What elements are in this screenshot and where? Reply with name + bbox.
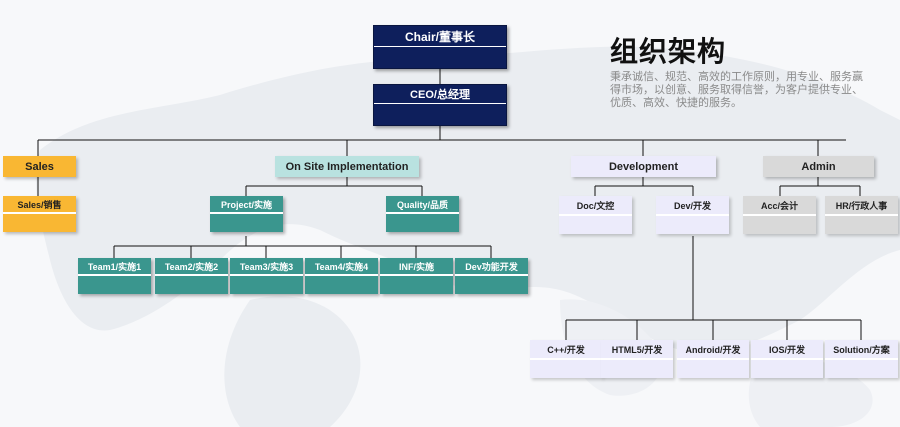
team-inf: INF/实施: [380, 258, 453, 294]
page-title: 组织架构: [610, 36, 727, 67]
node-ceo-label: CEO/总经理: [374, 85, 506, 104]
unit-quality: Quality/品质: [386, 196, 459, 232]
node-chair: Chair/董事长: [373, 25, 507, 69]
dev-team-android: Android/开发: [677, 340, 749, 378]
unit-project: Project/实施: [210, 196, 283, 232]
dept-development: Development: [571, 156, 716, 177]
dev-team-cpp: C++/开发: [530, 340, 602, 378]
team-2: Team2/实施2: [155, 258, 228, 294]
dev-team-solution: Solution/方案: [825, 340, 898, 378]
team-1: Team1/实施1: [78, 258, 151, 294]
page-description: 秉承诚信、规范、高效的工作原则，用专业、服务赢得市场，以创意、服务取得信誉，为客…: [610, 71, 863, 109]
dev-team-ios: IOS/开发: [751, 340, 823, 378]
team-4: Team4/实施4: [305, 258, 378, 294]
dept-onsite: On Site Implementation: [275, 156, 419, 177]
dept-sales: Sales: [3, 156, 76, 177]
unit-acc: Acc/会计: [743, 196, 816, 234]
unit-sales: Sales/销售: [3, 196, 76, 232]
unit-doc: Doc/文控: [559, 196, 632, 234]
dev-team-html5: HTML5/开发: [601, 340, 673, 378]
continent-eurasia: [35, 46, 900, 353]
continent-africa: [224, 296, 361, 427]
unit-dev: Dev/开发: [656, 196, 729, 234]
team-3: Team3/实施3: [230, 258, 303, 294]
dept-admin: Admin: [763, 156, 874, 177]
node-ceo: CEO/总经理: [373, 84, 507, 126]
unit-hr: HR/行政人事: [825, 196, 898, 234]
team-dev-feature: Dev功能开发: [455, 258, 528, 294]
node-chair-label: Chair/董事长: [374, 26, 506, 47]
